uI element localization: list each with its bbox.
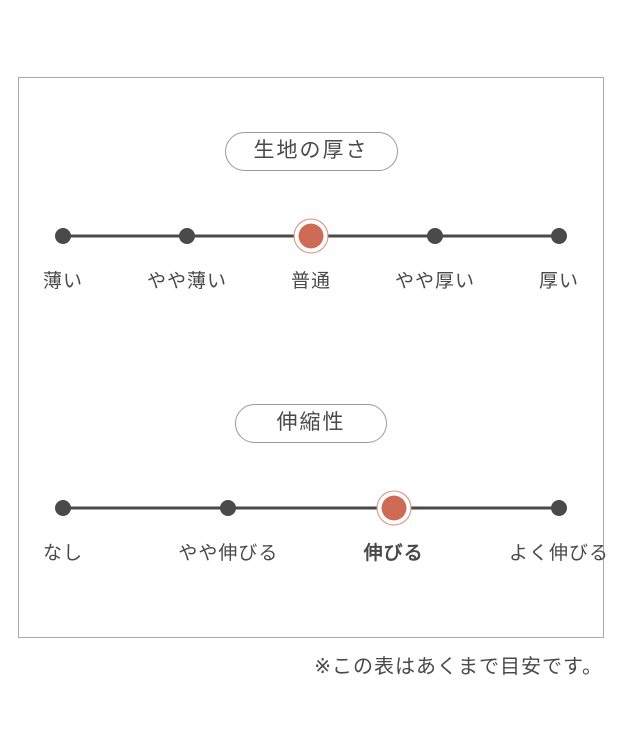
stretch-track <box>55 490 567 526</box>
level-dot <box>55 228 71 245</box>
disclaimer-footnote: ※この表はあくまで目安です。 <box>314 656 603 678</box>
scale-title: 生地の厚さ <box>253 139 369 162</box>
fabric-thickness-title-pill: 生地の厚さ <box>224 132 398 171</box>
option-label: なし <box>42 542 84 564</box>
level-dot <box>551 500 567 517</box>
option-label: やや伸びる <box>178 542 279 564</box>
fabric-thickness-labels: 薄い やや薄い 普通 やや厚い 厚い <box>43 266 578 294</box>
scale-title-row: 伸縮性 <box>19 404 603 443</box>
stretch-scale: 伸縮性 なし やや伸びる 伸びる よく伸びる <box>19 404 608 566</box>
option-label: 伸びる <box>363 542 424 564</box>
option-label: 厚い <box>538 270 580 292</box>
stretch-title-pill: 伸縮性 <box>235 404 387 443</box>
selected-level-dot <box>376 490 412 526</box>
level-dot <box>551 228 567 245</box>
level-dot <box>220 500 237 517</box>
stretch-labels: なし やや伸びる 伸びる よく伸びる <box>43 538 608 566</box>
level-dot <box>427 228 443 245</box>
fabric-thickness-track <box>55 218 567 254</box>
scale-title: 伸縮性 <box>276 411 346 434</box>
option-label: やや薄い <box>146 270 228 292</box>
level-dot <box>179 228 195 245</box>
scale-title-row: 生地の厚さ <box>19 132 603 171</box>
track-line <box>63 506 559 510</box>
option-label: やや厚い <box>394 270 476 292</box>
option-label: 薄い <box>42 270 84 292</box>
spec-guide-box: 生地の厚さ 薄い やや薄い 普通 やや厚い 厚い 伸縮性 なし やや伸びる 伸びる よく伸びる <box>18 77 608 638</box>
option-label: 普通 <box>290 270 332 292</box>
fabric-thickness-scale: 生地の厚さ 薄い やや薄い 普通 やや厚い 厚い <box>19 132 603 294</box>
selected-level-dot <box>293 218 329 254</box>
option-label: よく伸びる <box>508 542 610 564</box>
level-dot <box>55 500 71 517</box>
